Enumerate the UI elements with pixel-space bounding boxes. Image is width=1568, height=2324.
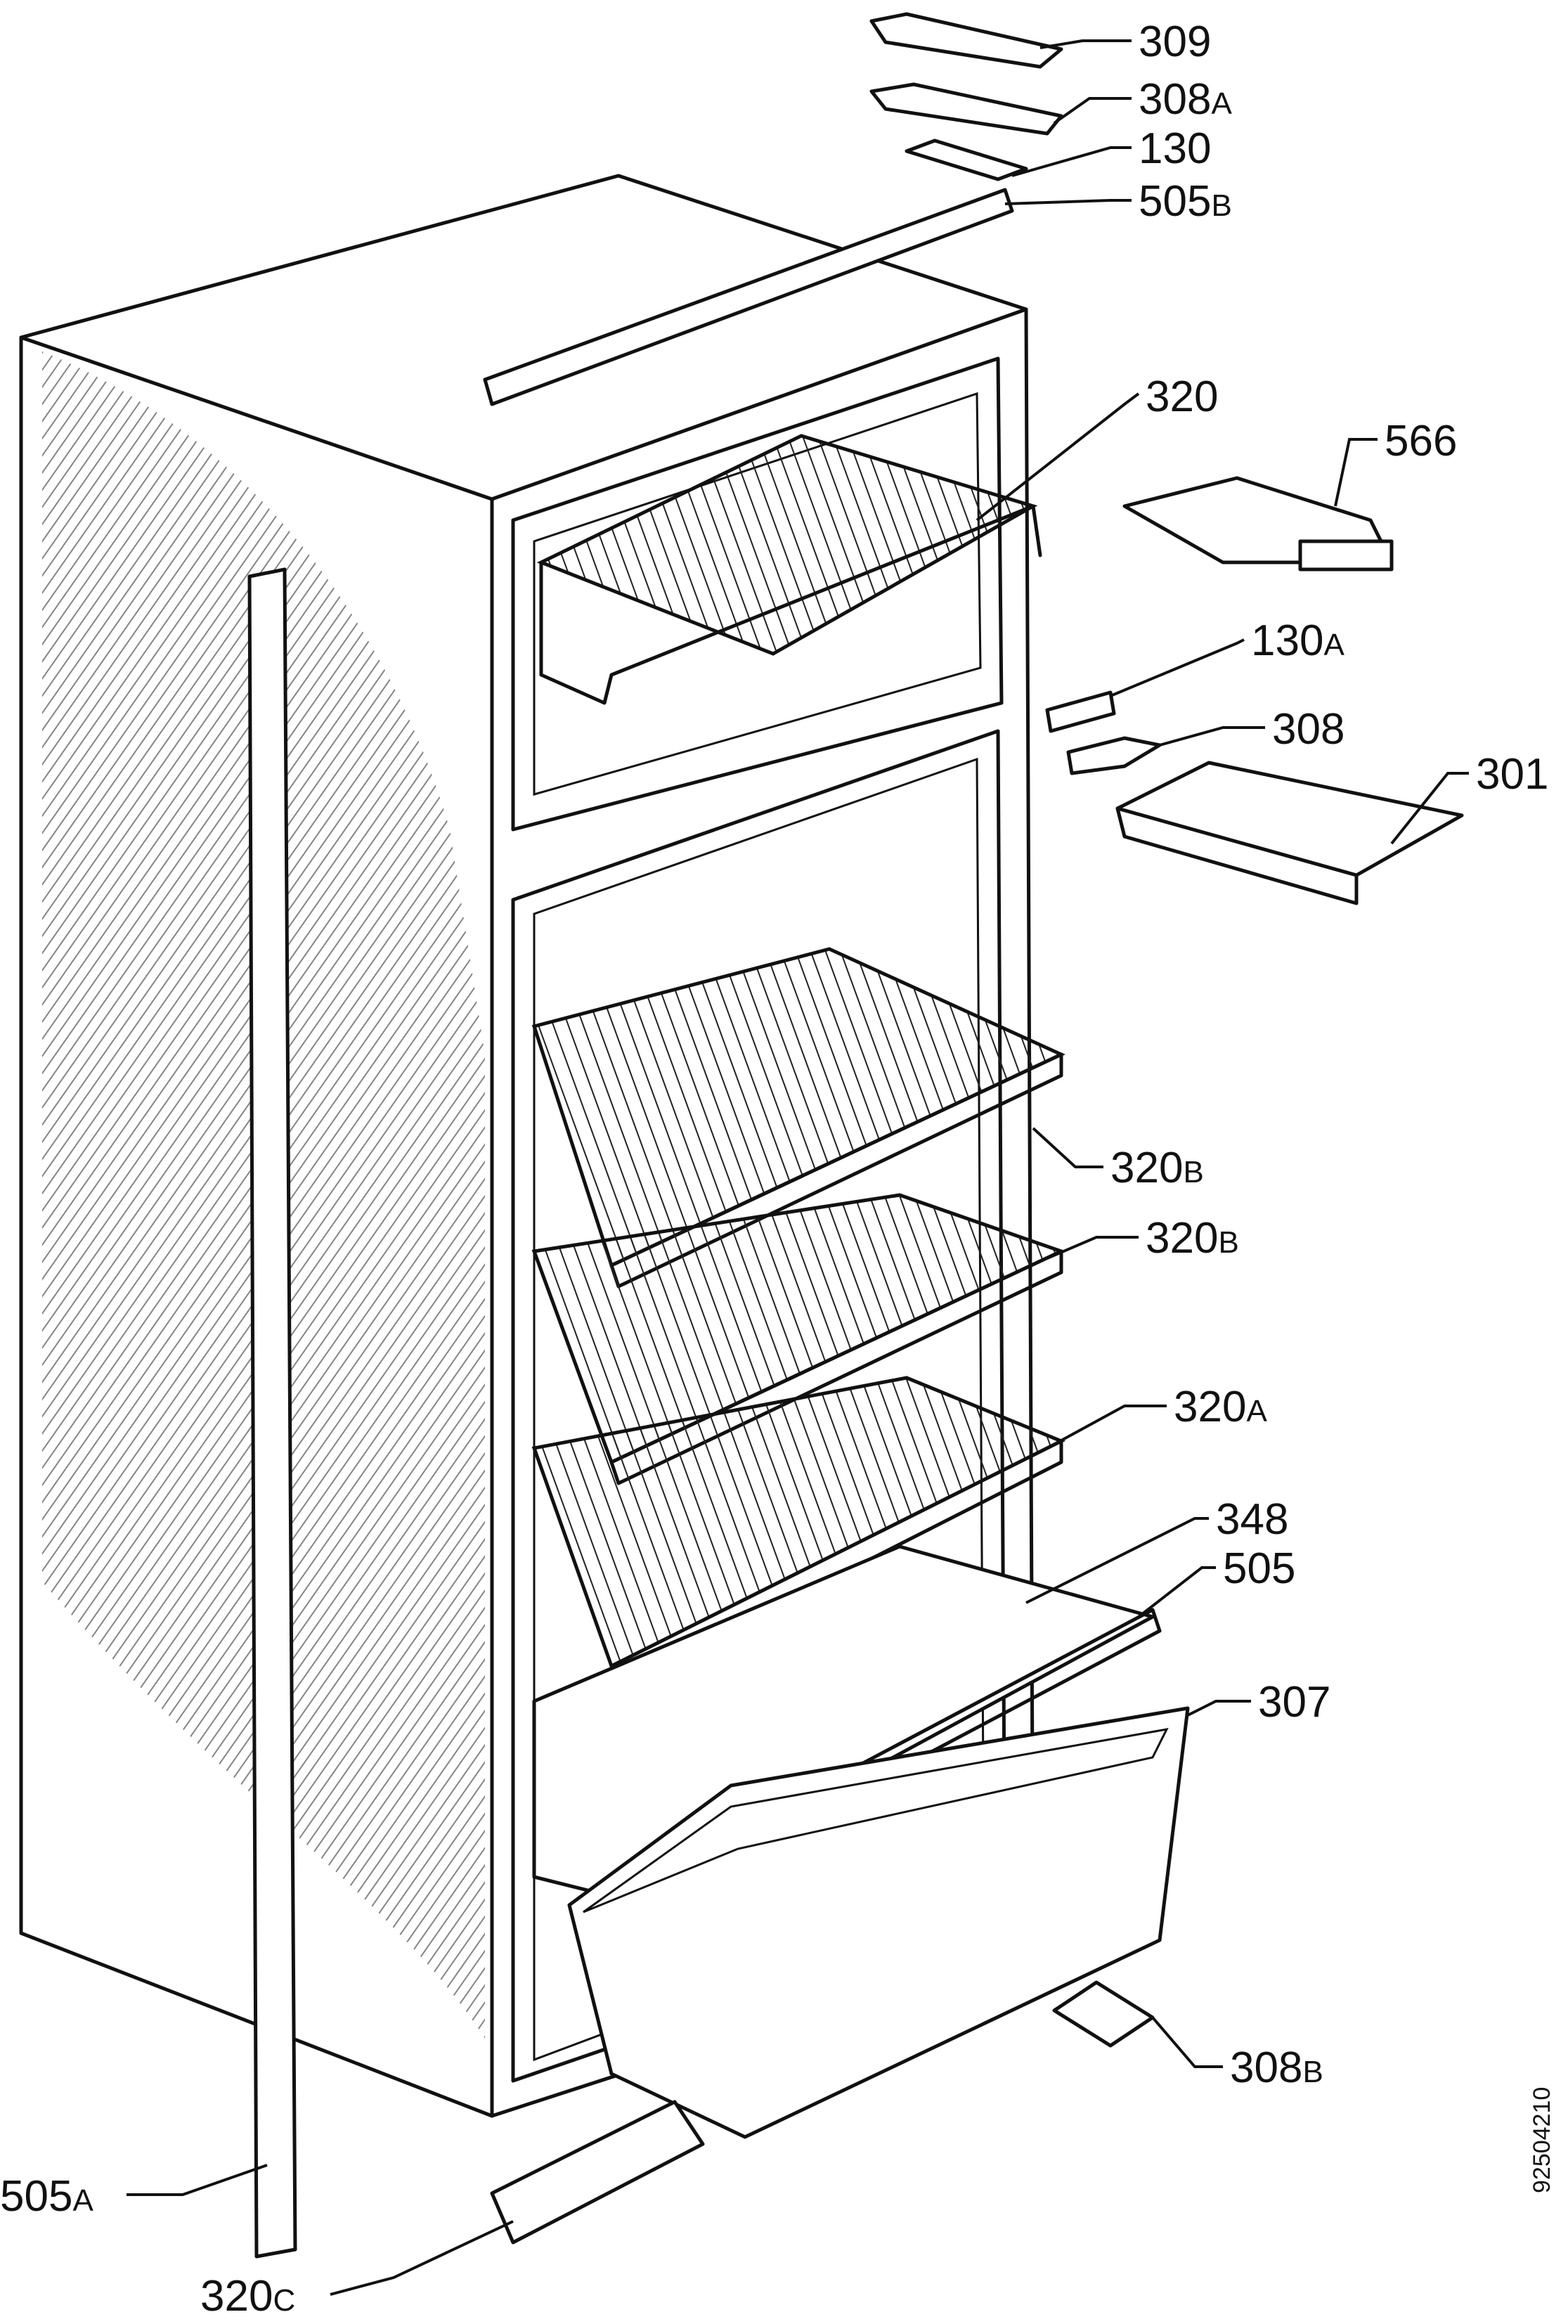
- bottom-grille: [490, 2100, 705, 2245]
- callout-labels: 309 308A 130 505B 320 566 130A 308 301 3…: [0, 18, 1548, 2320]
- callout-301: 301: [1476, 750, 1548, 799]
- callout-309: 309: [1139, 18, 1211, 66]
- callout-308: 308: [1272, 705, 1345, 754]
- ice-scraper: [1122, 476, 1394, 572]
- spacer-130: [905, 138, 1028, 181]
- callout-320c: 320C: [200, 2272, 295, 2320]
- callout-505: 505: [1223, 1544, 1295, 1593]
- callout-308b: 308B: [1230, 2044, 1323, 2092]
- hinge-308a: [869, 82, 1063, 136]
- callout-505b: 505B: [1139, 177, 1232, 226]
- document-number: 92504210: [1529, 2087, 1555, 2193]
- callout-320: 320: [1146, 373, 1218, 421]
- spacer-130a: [1045, 690, 1116, 733]
- callout-320b-lower: 320B: [1146, 1214, 1239, 1263]
- callout-130a: 130A: [1251, 616, 1345, 665]
- callout-307: 307: [1258, 1678, 1330, 1726]
- hinge-cover-309: [869, 12, 1063, 69]
- callout-348: 348: [1216, 1495, 1288, 1544]
- door-trim: [247, 567, 297, 2259]
- callout-308a: 308A: [1139, 75, 1232, 124]
- callout-130: 130: [1139, 124, 1211, 173]
- callout-320b-upper: 320B: [1110, 1144, 1204, 1192]
- leader-lines: [127, 39, 1469, 2296]
- hinge-308: [1066, 736, 1162, 775]
- hinge-308b: [1052, 1980, 1155, 2048]
- freezer-wire-shelf: [536, 434, 1042, 705]
- ice-tray: [1115, 761, 1464, 905]
- top-rail: [483, 188, 1014, 406]
- glass-shelf-upper: [531, 947, 1065, 1289]
- callout-320a: 320A: [1174, 1383, 1267, 1431]
- callout-566: 566: [1385, 417, 1457, 465]
- vegetable-drawer: [567, 1706, 1190, 2139]
- callout-505a: 505A: [0, 2172, 93, 2221]
